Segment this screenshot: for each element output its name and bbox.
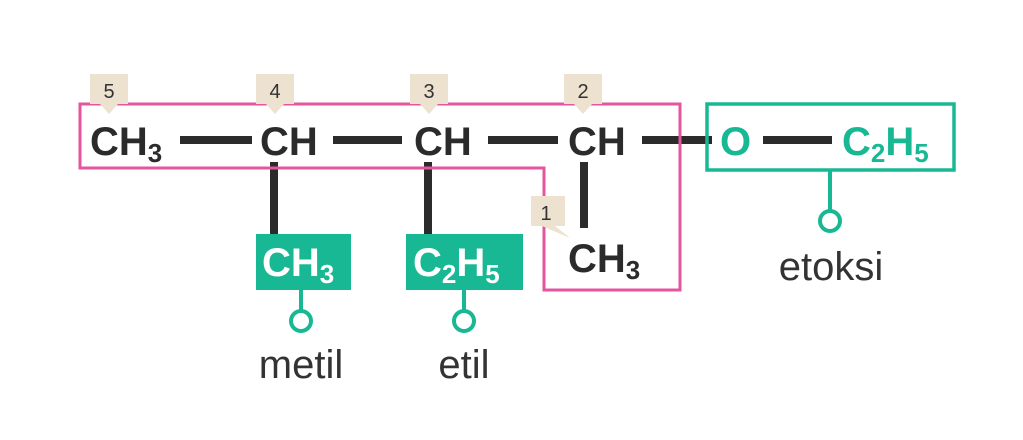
label-metil: metil [259, 343, 343, 387]
substituent-ethyl: C2H5 [406, 234, 523, 290]
atom-c5: CH3 [90, 120, 162, 168]
number-badge-3: 3 [410, 74, 448, 114]
atom-c3: CH [414, 120, 472, 164]
marker-ethoxy-icon [818, 209, 842, 233]
label-etil: etil [438, 343, 489, 387]
number-badge-2: 2 [564, 74, 602, 114]
svg-text:4: 4 [269, 81, 280, 103]
marker-methyl-icon [289, 309, 313, 333]
svg-text:5: 5 [103, 81, 114, 103]
number-badge-5: 5 [90, 74, 128, 114]
number-badge-1: 1 [531, 196, 570, 238]
marker-ethyl-icon [452, 309, 476, 333]
main-chain-bonds [180, 136, 832, 236]
label-etoksi: etoksi [779, 245, 884, 289]
atom-oxygen: O [720, 120, 751, 164]
label-connectors [289, 170, 842, 333]
svg-text:2: 2 [577, 81, 588, 103]
svg-text:C2H5: C2H5 [413, 241, 500, 289]
atom-c4: CH [260, 120, 318, 164]
svg-text:3: 3 [423, 81, 434, 103]
atom-c2: CH [568, 120, 626, 164]
ethoxy-formula: C2H5 [842, 120, 929, 168]
svg-text:1: 1 [540, 203, 551, 225]
svg-text:CH3: CH3 [262, 241, 334, 289]
main-chain-outline [78, 102, 682, 292]
atom-c1: CH3 [568, 237, 640, 285]
number-badge-4: 4 [256, 74, 294, 114]
substituent-methyl: CH3 [256, 234, 351, 290]
